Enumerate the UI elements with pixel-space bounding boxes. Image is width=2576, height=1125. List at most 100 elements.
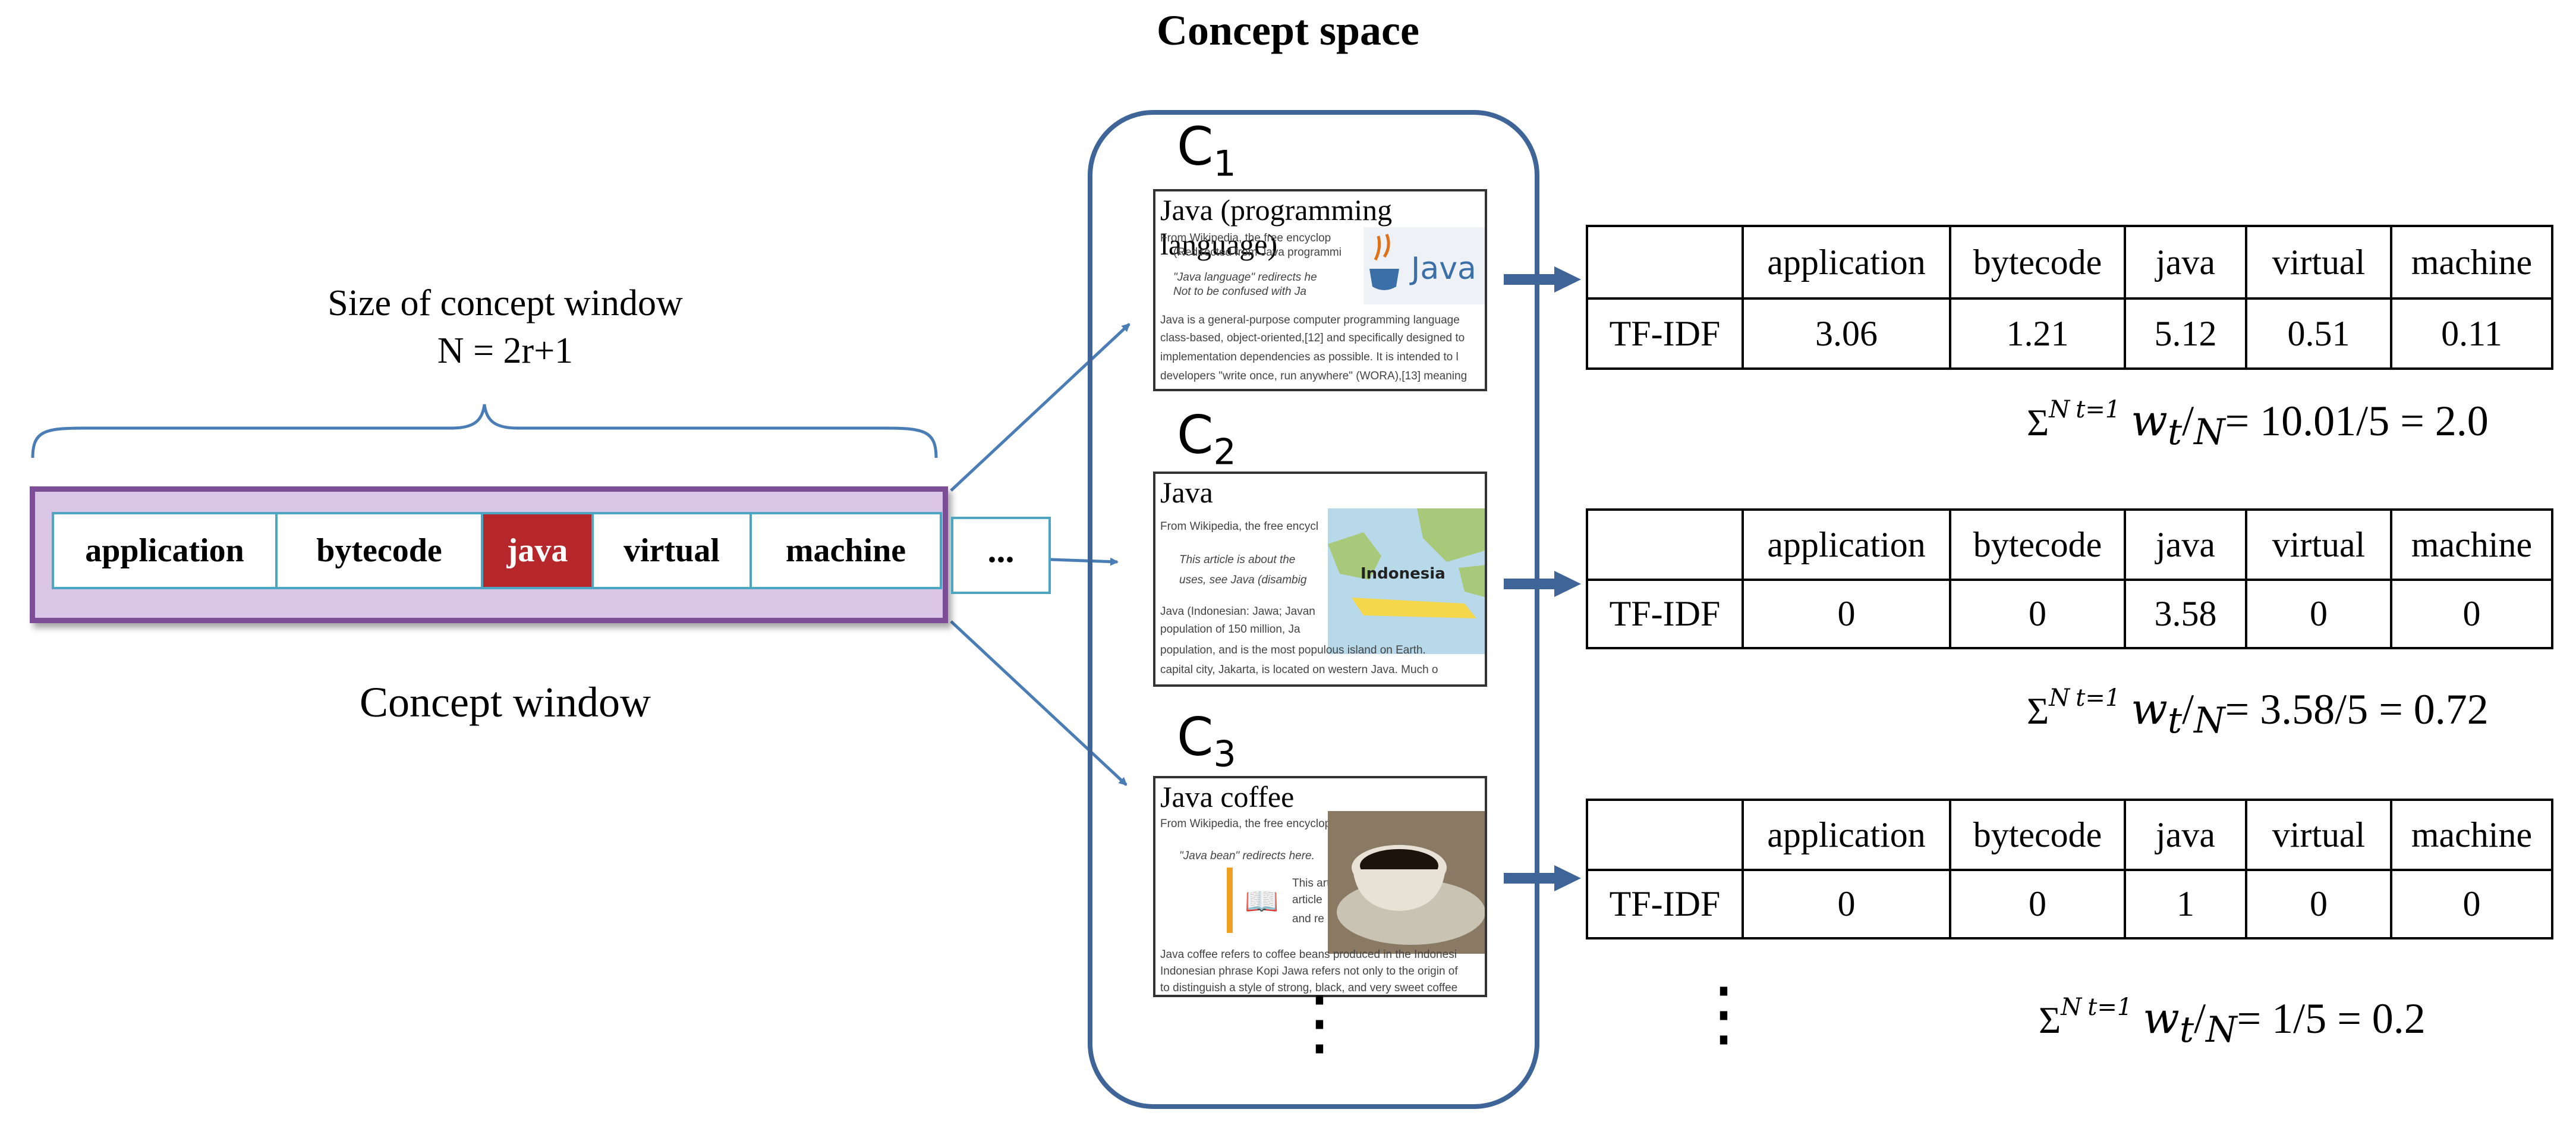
card-snippet-c2-line3: uses, see Java (disambig [1179, 574, 1307, 586]
table-header-cell: java [2124, 225, 2247, 300]
card-snippet-c3-line1: From Wikipedia, the free encyclop [1160, 818, 1331, 830]
formula-limits: N t=1 [2049, 684, 2121, 712]
table-header-cell: bytecode [1949, 225, 2126, 300]
concept-window: application bytecode java virtual machin… [30, 486, 948, 623]
table-cell: 0 [1742, 869, 1951, 939]
block-arrow-c1 [1504, 266, 1581, 293]
table-header-cell [1586, 508, 1744, 581]
book-icon: 📖 [1245, 886, 1279, 916]
table-header-cell: java [2124, 508, 2247, 581]
concept-card-c2: Java From Wikipedia, the free encycl Thi… [1153, 472, 1487, 687]
card-title-c2: Java [1160, 476, 1213, 509]
tfidf-table-c2: application bytecode java virtual machin… [1586, 508, 2553, 649]
table-cell: 0 [1949, 869, 2126, 939]
table-cell: 0 [2390, 579, 2553, 649]
table-cell: 0.11 [2390, 297, 2553, 370]
card-snippet-c2-line4: Java (Indonesian: Jawa; Javan [1160, 605, 1315, 618]
table-header-row: application bytecode java virtual machin… [1586, 508, 2553, 581]
table-header-cell: java [2124, 799, 2247, 871]
table-row: TF-IDF 3.06 1.21 5.12 0.51 0.11 [1586, 297, 2553, 370]
concept-label-c2: C2 [1177, 404, 1236, 473]
card-snippet-c1-line2: (Redirected from Java programmi [1173, 246, 1341, 259]
concept-label-c3: C3 [1177, 706, 1236, 775]
table-cell: 0 [1949, 579, 2126, 649]
card-snippet-c2-line2: This article is about the [1179, 554, 1296, 566]
table-header-cell [1586, 799, 1744, 871]
arrow-to-c3 [950, 620, 1128, 786]
tfidf-table-c3: application bytecode java virtual machin… [1586, 799, 2553, 939]
table-cell: 1 [2124, 869, 2247, 939]
table-row-label: TF-IDF [1586, 297, 1744, 370]
formula-limits: N t=1 [2061, 994, 2133, 1021]
table-cell: 1.21 [1949, 297, 2126, 370]
table-header-cell: machine [2390, 799, 2553, 871]
table-header-cell: machine [2390, 225, 2553, 300]
card-title-c1: Java (programming language) [1160, 193, 1393, 261]
formula-sigma: Σ [2039, 999, 2061, 1041]
table-header-row: application bytecode java virtual machin… [1586, 799, 2553, 871]
table-header-cell: virtual [2245, 508, 2392, 581]
window-size-label: Size of concept window N = 2r+1 [226, 279, 785, 375]
card-snippet-c2-line6: population, and is the most populous isl… [1160, 644, 1426, 656]
window-size-label-line2: N = 2r+1 [437, 331, 574, 371]
card-snippet-c1-line3: "Java language" redirects he [1173, 271, 1317, 284]
formula-sigma: Σ [2027, 690, 2049, 732]
card-snippet-c3-line6: Java coffee refers to coffee beans produ… [1160, 948, 1457, 961]
table-cell: 5.12 [2124, 297, 2247, 370]
card-title-c3: Java coffee [1160, 780, 1295, 813]
table-header-cell: application [1742, 225, 1951, 300]
card-snippet-c1-line7: implementation dependencies as possible.… [1160, 351, 1459, 363]
coffee-photo [1328, 811, 1485, 954]
window-word-application: application [52, 512, 278, 589]
formula-c2: ΣN t=1 wt/N= 3.58/5 = 0.72 [2027, 684, 2489, 742]
table-row-label: TF-IDF [1586, 579, 1744, 649]
window-word-bytecode: bytecode [275, 512, 483, 589]
table-cell: 0.51 [2245, 297, 2392, 370]
java-logo-text: Java [1411, 251, 1476, 287]
table-header-cell: application [1742, 508, 1951, 581]
map-label: Indonesia [1361, 565, 1446, 583]
table-cell: 0 [2245, 869, 2392, 939]
card-snippet-c3-line4: article [1292, 894, 1322, 906]
concept-label-c1: C1 [1177, 116, 1236, 185]
formula-result-c2: = 3.58/5 = 0.72 [2225, 686, 2489, 733]
formula-sigma: Σ [2027, 401, 2049, 444]
card-snippet-c1-line8: developers "write once, run anywhere" (W… [1160, 370, 1467, 382]
window-ellipsis-box: ... [951, 517, 1051, 594]
formula-limits: N t=1 [2049, 396, 2121, 423]
arrow-to-c1 [950, 323, 1130, 492]
java-map-image: Indonesia [1328, 508, 1485, 654]
formula-result-c3: = 1/5 = 0.2 [2237, 995, 2426, 1042]
block-arrow-c2 [1504, 571, 1581, 597]
notice-bar [1227, 868, 1233, 933]
table-row: TF-IDF 0 0 1 0 0 [1586, 869, 2553, 939]
table-header-cell: machine [2390, 508, 2553, 581]
concept-window-label: Concept window [360, 678, 651, 726]
table-header-row: application bytecode java virtual machin… [1586, 225, 2553, 300]
formula-c3: ΣN t=1 wt/N= 1/5 = 0.2 [2039, 993, 2426, 1051]
card-snippet-c1-line6: class-based, object-oriented,[12] and sp… [1160, 332, 1465, 344]
concept-space-box [1088, 110, 1539, 1109]
table-cell: 3.06 [1742, 297, 1951, 370]
card-snippet-c2-line1: From Wikipedia, the free encycl [1160, 520, 1319, 533]
window-word-machine: machine [750, 512, 942, 589]
table-header-cell: virtual [2245, 799, 2392, 871]
coffee-cup-icon [1369, 234, 1399, 290]
formula-c1: ΣN t=1 wt/N= 10.01/5 = 2.0 [2027, 395, 2489, 454]
table-header-cell [1586, 225, 1744, 300]
map-icon [1328, 508, 1485, 618]
java-logo: Java [1363, 227, 1485, 304]
window-size-brace [31, 404, 938, 458]
table-cell: 3.58 [2124, 579, 2247, 649]
table-header-cell: virtual [2245, 225, 2392, 300]
window-word-virtual: virtual [591, 512, 752, 589]
tfidf-table-c1: application bytecode java virtual machin… [1586, 225, 2553, 370]
table-cell: 0 [2390, 869, 2553, 939]
window-size-label-line1: Size of concept window [327, 283, 683, 323]
table-header-cell: bytecode [1949, 799, 2126, 871]
card-snippet-c3-line2: "Java bean" redirects here. [1179, 850, 1315, 862]
card-snippet-c2-line5: population of 150 million, Ja [1160, 623, 1300, 636]
card-snippet-c3-line7: Indonesian phrase Kopi Jawa refers not o… [1160, 965, 1458, 978]
formula-result-c1: = 10.01/5 = 2.0 [2225, 397, 2489, 445]
